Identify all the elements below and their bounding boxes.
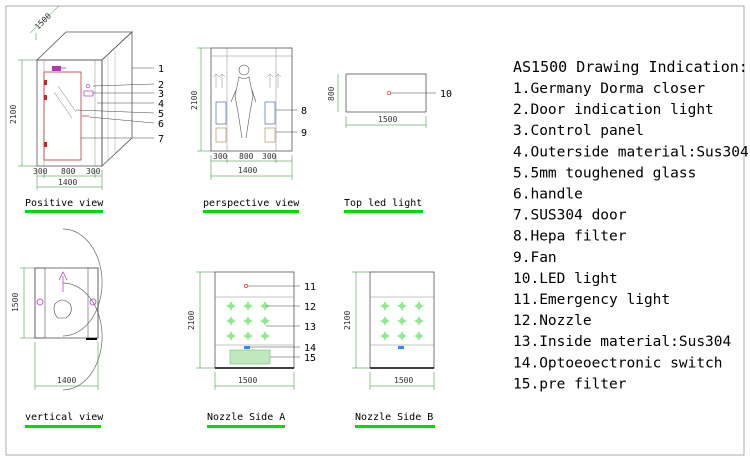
callout-12: 12: [304, 302, 316, 313]
legend-item: 5.5mm toughened glass: [513, 165, 696, 181]
positive-view: 1 2 3 4 5 6 7 1500 2100 300 800 300 1400…: [9, 5, 164, 213]
dim-300-left: 300: [213, 152, 228, 161]
dim-800: 800: [239, 152, 254, 161]
sheet-border: [5, 5, 745, 456]
callout-4: 4: [158, 99, 164, 110]
dim-led-width: 1500: [378, 115, 397, 124]
view-label-vertical: vertical view: [25, 412, 104, 423]
callout-3: 3: [158, 89, 164, 100]
dim-width: 1500: [238, 376, 257, 385]
dim-height: 2100: [9, 105, 18, 124]
nozzle: [397, 331, 407, 341]
nozzle: [414, 331, 424, 341]
nozzle: [380, 301, 390, 311]
control-panel-mark: [83, 90, 94, 97]
underline-positive: [25, 210, 103, 213]
top-led-view: 10 800 1500 Top led light: [327, 73, 452, 213]
nozzle: [260, 316, 270, 326]
legend-item: 4.Outerside material:Sus304: [513, 144, 749, 160]
nozzle: [260, 331, 270, 341]
legend-item: 10.LED light: [513, 271, 618, 287]
dim-height: 2100: [187, 311, 196, 330]
underline-perspective: [203, 210, 299, 213]
underline-nozzle-a: [207, 425, 285, 428]
legend-item: 12.Nozzle: [513, 313, 592, 329]
callout-2: 2: [158, 80, 164, 91]
view-label-nozzle-b: Nozzle Side B: [355, 412, 433, 423]
nozzle: [380, 331, 390, 341]
callout-13: 13: [304, 322, 316, 333]
callout-8: 8: [301, 106, 307, 117]
view-label-perspective: perspective view: [203, 198, 300, 209]
opto-switch-b: [398, 346, 404, 349]
nozzle-grid-a: [226, 301, 270, 341]
dim-300-left: 300: [33, 167, 48, 176]
callout-6: 6: [158, 119, 164, 130]
callout-10: 10: [440, 89, 452, 100]
callout-9: 9: [301, 128, 307, 139]
dim-height: 2100: [190, 91, 199, 110]
legend-item: 7.SUS304 door: [513, 208, 627, 224]
callout-7: 7: [158, 134, 164, 145]
emergency-light: [244, 284, 248, 288]
dim-led-depth: 800: [327, 86, 336, 101]
nozzle: [226, 301, 236, 311]
legend-item: 8.Hepa filter: [513, 229, 627, 245]
nozzle: [380, 316, 390, 326]
nozzle: [226, 331, 236, 341]
legend-item: 13.Inside material:Sus304: [513, 334, 732, 350]
view-label-positive: Positive view: [25, 198, 104, 209]
legend-item: 6.handle: [513, 187, 583, 203]
nozzle: [397, 301, 407, 311]
nozzle: [243, 331, 253, 341]
legend-item: 11.Emergency light: [513, 292, 670, 308]
underline-nozzle-b: [355, 425, 435, 428]
callout-5: 5: [158, 109, 164, 120]
legend-item: 3.Control panel: [513, 123, 644, 139]
nozzle: [397, 316, 407, 326]
underline-vertical: [25, 425, 101, 428]
dim-height: 2100: [343, 311, 352, 330]
perspective-view: 8 9 2100 300 800 300 1400 perspective vi…: [190, 47, 307, 213]
dim-width: 1400: [238, 166, 257, 175]
view-label-nozzle-a: Nozzle Side A: [207, 412, 285, 423]
door-indication-light: [86, 84, 90, 88]
legend-item: 2.Door indication light: [513, 102, 714, 118]
callout-14: 14: [304, 343, 316, 354]
dim-depth: 1500: [11, 293, 20, 312]
nozzle-side-a: 11 12 13 14 15 2100 1500 Nozzle Side A: [187, 271, 316, 428]
nozzle: [414, 301, 424, 311]
legend-item: 9.Fan: [513, 250, 557, 266]
nozzle: [243, 301, 253, 311]
legend-item: 1.Germany Dorma closer: [513, 81, 705, 97]
led-light: [386, 90, 392, 96]
nozzle: [414, 316, 424, 326]
dorma-closer-mark: [52, 66, 61, 71]
underline-top-led: [344, 210, 423, 213]
callout-1: 1: [158, 64, 164, 75]
legend-title: AS1500 Drawing Indication:: [513, 58, 748, 76]
legend-item: 14.Optoeoectronic switch: [513, 355, 723, 371]
legend: AS1500 Drawing Indication: 1.Germany Dor…: [513, 58, 749, 392]
dim-800: 800: [61, 167, 76, 176]
callout-11: 11: [304, 282, 316, 293]
nozzle: [226, 316, 236, 326]
dim-width: 1400: [57, 376, 76, 385]
nozzle-grid-b: [380, 301, 424, 341]
dim-300-right: 300: [86, 167, 101, 176]
pre-filter: [229, 349, 271, 365]
view-label-top-led: Top led light: [344, 198, 422, 209]
nozzle: [243, 316, 253, 326]
dim-300-right: 300: [262, 152, 277, 161]
dim-width: 1400: [58, 178, 77, 187]
nozzle-side-b: 2100 1500 Nozzle Side B: [343, 271, 435, 428]
legend-item: 15.pre filter: [513, 376, 627, 392]
callout-15: 15: [304, 353, 316, 364]
dim-width: 1500: [394, 376, 413, 385]
vertical-view: 1500 1400 vertical view: [11, 228, 104, 428]
opto-switch: [244, 346, 250, 349]
